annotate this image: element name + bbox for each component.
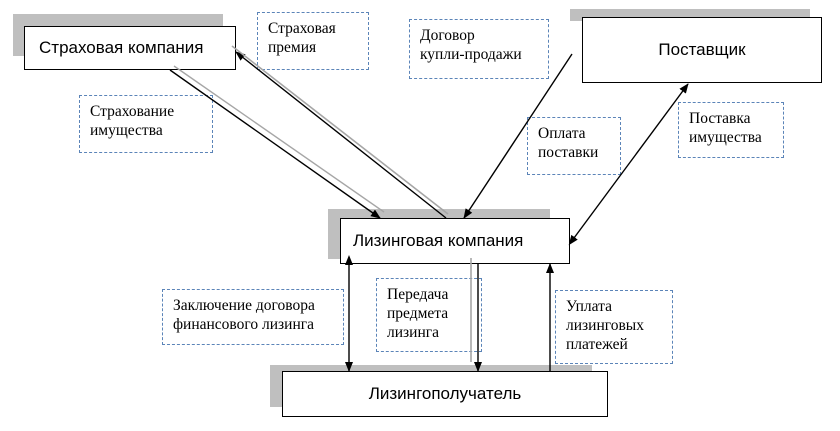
property-insurance-label: Страхование имущества <box>79 95 213 153</box>
asset-transfer-label: Передача предмета лизинга <box>376 278 482 352</box>
insurance-premium-shadow-line <box>231 45 449 215</box>
supplier-box: Поставщик <box>582 17 822 83</box>
insurance-premium-arrow <box>235 51 447 219</box>
property-delivery-label: Поставка имущества <box>678 102 784 158</box>
finance-lease-contract-label: Заключение договора финансового лизинга <box>162 289 344 345</box>
lessee-box: Лизингополучатель <box>282 371 608 417</box>
insurance-premium-label: Страховая премия <box>257 12 369 70</box>
delivery-arrow <box>568 83 689 246</box>
lease-payments-label: Уплата лизинговых платежей <box>555 290 673 364</box>
property-insurance-arrow <box>169 69 381 219</box>
leasing-company-box: Лизинговая компания <box>340 218 570 264</box>
property-insurance-shadow-line <box>173 65 385 213</box>
supplier-title: Поставщик <box>658 40 746 59</box>
insurance-company-box: Страховая компания <box>24 26 236 70</box>
lessee-title: Лизингополучатель <box>368 384 522 403</box>
leasing-company-title: Лизинговая компания <box>353 231 524 250</box>
purchase-contract-label: Договор купли-продажи <box>409 19 549 79</box>
insurance-company-title: Страховая компания <box>39 38 204 57</box>
purchase-contract-arrow <box>463 53 573 219</box>
